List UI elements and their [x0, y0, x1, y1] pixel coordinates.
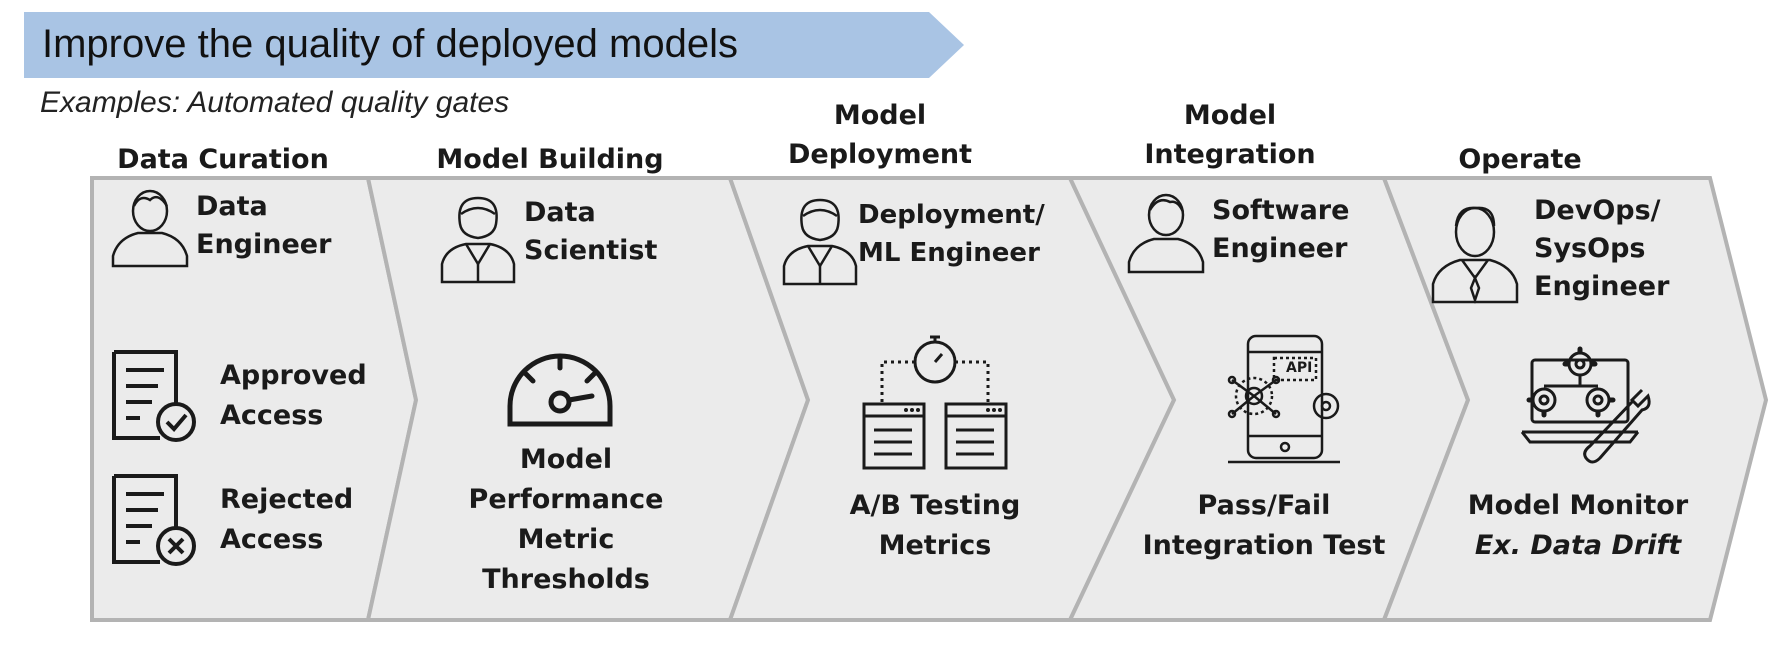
monitor-gears-wrench-icon — [1520, 346, 1651, 464]
gate-label-line: Model Monitor — [1467, 490, 1689, 521]
gate-label-integration-test: Pass/Fail Integration Test — [1134, 486, 1394, 566]
role-line: Deployment/ — [858, 200, 1045, 230]
role-line: Data — [524, 197, 596, 228]
gate-label-line: Metrics — [878, 530, 992, 561]
stage-title-line: Model — [1183, 100, 1277, 131]
role-label-software-engineer: Software Engineer — [1212, 192, 1349, 268]
gate-label-line: Access — [220, 524, 324, 555]
stage-title-operate: Operate — [1455, 140, 1585, 179]
stage-title-line: Model Building — [436, 144, 664, 175]
gate-label-line: Metric — [517, 524, 615, 555]
role-line: Engineer — [196, 229, 332, 260]
banner-arrow-shape — [24, 12, 964, 78]
page-title: Improve the quality of deployed models — [42, 22, 738, 66]
role-label-ml-engineer: Deployment/ ML Engineer — [858, 196, 1045, 272]
gate-label-model-monitor: Model Monitor Ex. Data Drift — [1448, 486, 1708, 566]
gate-label-line: A/B Testing — [849, 490, 1021, 521]
role-line: Software — [1212, 195, 1350, 226]
header-banner: Improve the quality of deployed models — [24, 12, 964, 78]
ml-engineer-person-icon — [782, 198, 858, 286]
gate-label-line: Thresholds — [482, 564, 650, 595]
gate-label-line: Model — [519, 444, 613, 475]
ab-testing-stopwatch-icon — [862, 335, 1008, 470]
gate-label-approved-access: Approved Access — [220, 356, 367, 436]
stage-title-line: Integration — [1144, 139, 1316, 170]
stage-title-data-curation: Data Curation — [108, 140, 338, 179]
gate-label-line: Approved — [220, 360, 367, 391]
banner-arrow-fill — [24, 12, 964, 78]
devops-engineer-person-icon — [1431, 206, 1519, 304]
gate-label-line: Access — [220, 400, 324, 431]
role-line: ML Engineer — [858, 238, 1040, 268]
stage-title-line: Deployment — [787, 139, 973, 170]
api-icon-text: API — [1286, 360, 1313, 376]
approved-document-icon — [112, 350, 196, 442]
data-engineer-person-icon — [111, 189, 189, 268]
gate-label-italic-line: Ex. Data Drift — [1474, 530, 1682, 561]
stage-title-line: Operate — [1458, 144, 1582, 175]
gate-label-line: Integration Test — [1142, 530, 1386, 561]
role-line: Engineer — [1212, 233, 1348, 264]
data-scientist-person-icon — [440, 196, 516, 284]
stage-title-line: Data Curation — [117, 144, 329, 175]
stage-title-model-deployment: Model Deployment — [780, 96, 980, 174]
gate-label-model-performance: Model Performance Metric Thresholds — [426, 440, 706, 600]
rejected-document-icon — [112, 474, 196, 566]
role-label-devops-engineer: DevOps/ SysOps Engineer — [1534, 192, 1669, 306]
gate-label-ab-testing: A/B Testing Metrics — [810, 486, 1060, 566]
stage-title-line: Model — [833, 100, 927, 131]
page-subtitle: Examples: Automated quality gates — [40, 86, 510, 119]
stage-title-model-integration: Model Integration — [1135, 96, 1325, 174]
gate-label-line: Rejected — [220, 484, 354, 515]
software-engineer-person-icon — [1127, 193, 1205, 274]
gate-label-line: Performance — [468, 484, 664, 515]
gate-label-line: Pass/Fail — [1197, 490, 1331, 521]
role-line: SysOps — [1534, 233, 1646, 264]
stage-title-model-building: Model Building — [430, 140, 670, 179]
role-label-data-scientist: Data Scientist — [524, 194, 657, 270]
speedometer-gauge-icon — [507, 353, 613, 427]
role-line: Scientist — [524, 235, 658, 266]
role-line: Data — [196, 191, 268, 222]
api-phone-icon — [1227, 334, 1340, 464]
role-line: DevOps/ — [1534, 195, 1661, 226]
gate-label-rejected-access: Rejected Access — [220, 480, 353, 560]
role-label-data-engineer: Data Engineer — [196, 188, 331, 264]
role-line: Engineer — [1534, 271, 1670, 302]
